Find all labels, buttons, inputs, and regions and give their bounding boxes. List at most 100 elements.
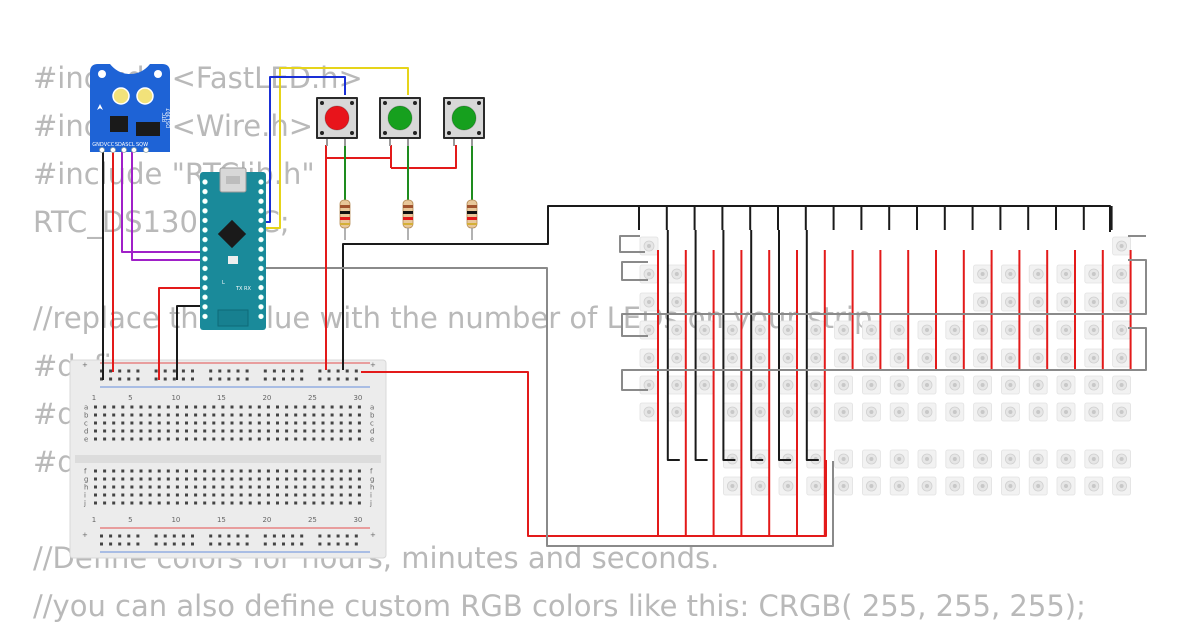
nano-pin-right[interactable] [258, 236, 264, 243]
rail-hole[interactable] [136, 542, 140, 546]
wire-nano-5v[interactable] [158, 287, 204, 380]
terminal-hole[interactable] [112, 437, 116, 441]
terminal-hole[interactable] [203, 405, 207, 409]
rail-hole[interactable] [245, 542, 249, 546]
terminal-hole[interactable] [257, 485, 261, 489]
terminal-hole[interactable] [239, 485, 243, 489]
rail-hole[interactable] [163, 542, 167, 546]
terminal-hole[interactable] [248, 429, 252, 433]
ws2812-led[interactable] [1001, 264, 1020, 284]
rail-hole[interactable] [327, 377, 331, 381]
nano-pin-right[interactable] [258, 275, 264, 281]
terminal-hole[interactable] [294, 485, 298, 489]
terminal-hole[interactable] [285, 485, 289, 489]
terminal-hole[interactable] [257, 501, 261, 505]
ws2812-led[interactable] [862, 476, 881, 496]
terminal-hole[interactable] [194, 437, 198, 441]
terminal-hole[interactable] [312, 421, 316, 425]
rail-hole[interactable] [236, 369, 240, 373]
ws2812-led[interactable] [806, 348, 826, 368]
button-cap[interactable] [324, 105, 350, 131]
terminal-hole[interactable] [230, 477, 234, 481]
terminal-hole[interactable] [157, 477, 161, 481]
ws2812-led[interactable] [806, 402, 826, 422]
wire-rtc-sda[interactable] [121, 150, 204, 253]
rail-hole[interactable] [282, 377, 285, 381]
ws2812-led[interactable] [1112, 264, 1131, 284]
terminal-hole[interactable] [175, 437, 179, 441]
ws2812-led[interactable] [917, 449, 937, 469]
terminal-hole[interactable] [339, 485, 343, 489]
rail-hole[interactable] [181, 369, 185, 373]
terminal-hole[interactable] [321, 429, 325, 433]
wire-button-2[interactable] [262, 67, 409, 229]
terminal-hole[interactable] [194, 413, 198, 417]
ws2812-led[interactable] [917, 348, 937, 368]
terminal-hole[interactable] [112, 421, 116, 425]
nano-pin-headers[interactable] [202, 179, 264, 320]
terminal-hole[interactable] [239, 429, 243, 433]
terminal-hole[interactable] [221, 437, 225, 441]
terminal-hole[interactable] [94, 485, 97, 489]
terminal-hole[interactable] [148, 421, 152, 425]
terminal-hole[interactable] [166, 413, 170, 417]
ws2812-led[interactable] [1001, 320, 1020, 340]
terminal-hole[interactable] [203, 493, 207, 497]
terminal-hole[interactable] [139, 485, 143, 489]
terminal-hole[interactable] [285, 421, 289, 425]
nano-pin-left[interactable] [202, 217, 208, 224]
ws2812-led[interactable] [1056, 375, 1076, 395]
terminal-hole[interactable] [230, 501, 234, 505]
ws2812-led[interactable] [1001, 449, 1020, 469]
ws2812-led[interactable] [889, 348, 909, 368]
rail-hole[interactable] [100, 377, 103, 381]
terminal-hole[interactable] [221, 493, 225, 497]
ws2812-led[interactable] [750, 348, 770, 368]
ws2812-led[interactable] [834, 348, 853, 368]
terminal-hole[interactable] [221, 421, 225, 425]
terminal-hole[interactable] [139, 501, 143, 505]
nano-pin-left[interactable] [202, 236, 208, 243]
nano-pin-left[interactable] [202, 188, 208, 195]
terminal-hole[interactable] [294, 493, 298, 497]
terminal-hole[interactable] [285, 437, 289, 441]
rail-hole[interactable] [154, 377, 158, 381]
terminal-hole[interactable] [303, 429, 307, 433]
rail-hole[interactable] [291, 369, 295, 373]
terminal-hole[interactable] [139, 437, 143, 441]
terminal-hole[interactable] [94, 429, 97, 433]
ws2812-led[interactable] [973, 348, 992, 368]
terminal-hole[interactable] [185, 493, 188, 497]
ws2812-led[interactable] [862, 320, 881, 340]
terminal-hole[interactable] [221, 477, 225, 481]
ws2812-led[interactable] [723, 476, 742, 496]
ws2812-led[interactable] [973, 375, 992, 395]
rail-hole[interactable] [209, 369, 213, 373]
nano-pin-right[interactable] [258, 208, 264, 214]
ws2812-led[interactable] [834, 320, 853, 340]
terminal-hole[interactable] [212, 413, 216, 417]
rail-hole[interactable] [191, 377, 194, 381]
rail-hole[interactable] [181, 542, 185, 546]
terminal-hole[interactable] [276, 493, 279, 497]
ws2812-led[interactable] [973, 264, 992, 284]
terminal-hole[interactable] [130, 485, 134, 489]
terminal-hole[interactable] [175, 429, 179, 433]
rail-hole[interactable] [127, 369, 131, 373]
ws2812-led[interactable] [834, 402, 853, 422]
ws2812-led[interactable] [1112, 236, 1131, 256]
terminal-hole[interactable] [266, 469, 270, 473]
terminal-hole[interactable] [303, 421, 307, 425]
terminal-hole[interactable] [185, 405, 188, 409]
terminal-hole[interactable] [330, 485, 334, 489]
terminal-hole[interactable] [357, 421, 361, 425]
terminal-hole[interactable] [266, 421, 270, 425]
rail-hole[interactable] [327, 542, 331, 546]
terminal-hole[interactable] [221, 413, 225, 417]
terminal-hole[interactable] [239, 421, 243, 425]
nano-pin-right[interactable] [258, 265, 264, 272]
terminal-hole[interactable] [330, 437, 334, 441]
terminal-hole[interactable] [139, 469, 143, 473]
terminal-hole[interactable] [157, 485, 161, 489]
rail-hole[interactable] [336, 369, 340, 373]
